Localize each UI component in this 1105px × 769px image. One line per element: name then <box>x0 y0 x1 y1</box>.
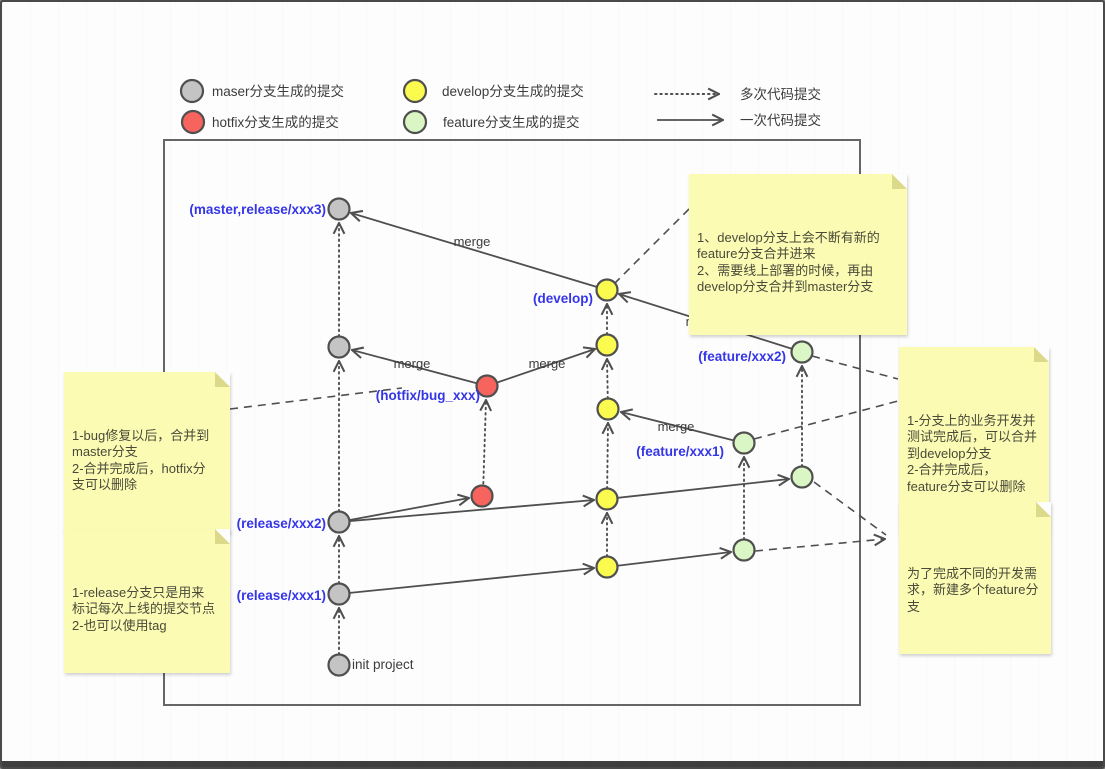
legend: maser分支生成的提交 hotfix分支生成的提交 develop分支生成的提… <box>179 78 821 135</box>
note-multi-feature-text: 为了完成不同的开发需 求，新建多个feature分 支 <box>907 565 1039 614</box>
note-feature-rule: 1-分支上的业务开发并 测试完成后，可以合并 到develop分支 2-合并完成… <box>899 347 1049 534</box>
legend-dotted-arrow-label: 多次代码提交 <box>740 86 821 102</box>
branch-label-master: (master,release/xxx3) <box>189 202 326 217</box>
commit-node-init-project <box>327 653 351 677</box>
commit-node-develop-head <box>595 278 619 302</box>
commit-nodes <box>327 197 814 677</box>
commit-node-develop-2 <box>595 333 619 357</box>
note-feature-rule-text: 1-分支上的业务开发并 测试完成后，可以合并 到develop分支 2-合并完成… <box>907 412 1038 494</box>
note-multi-feature: 为了完成不同的开发需 求，新建多个feature分 支 <box>899 502 1051 654</box>
legend-hotfix-label: hotfix分支生成的提交 <box>212 114 339 130</box>
edge-release2-to-develop <box>338 500 594 523</box>
commit-node-develop-start <box>595 555 619 579</box>
commit-node-feature1-head <box>732 431 756 455</box>
branch-label-feature2: (feature/xxx2) <box>698 349 786 364</box>
commit-node-hotfix-start <box>470 484 494 508</box>
window-bottom-frame <box>2 761 1103 767</box>
legend-master-label: maser分支生成的提交 <box>212 83 344 99</box>
legend-develop-label: develop分支生成的提交 <box>442 83 584 99</box>
commit-node-develop-3 <box>596 397 620 421</box>
note-hotfix-rule: 1-bug修复以后，合并到 master分支 2-合并完成后，hotfix分 支… <box>64 372 230 533</box>
commit-node-develop-4 <box>595 487 619 511</box>
legend-solid-arrow-label: 一次代码提交 <box>740 112 821 128</box>
branch-label-hotfix: (hotfix/bug_xxx) <box>376 388 480 403</box>
callout-feature1-note <box>753 400 899 440</box>
callout-hotfix-note <box>229 387 403 410</box>
note-release-rule-text: 1-release分支只是用来 标记每次上线的提交节点 2-也可以使用tag <box>72 584 216 633</box>
edge-commits-develop-lane-2 <box>607 359 608 410</box>
branch-label-release1: (release/xxx1) <box>237 588 326 603</box>
callout-feature1start-note <box>754 539 885 552</box>
edge-commits-hotfix-lane <box>483 400 486 495</box>
note-fold-corner-icon <box>1036 502 1051 517</box>
commit-node-hotfix-head <box>475 374 499 398</box>
edge-branch-release2-to-hotfix <box>338 498 469 523</box>
branch-label-release2: (release/xxx2) <box>237 516 326 531</box>
commit-node-feature2-start <box>790 465 814 489</box>
branch-label-feature1: (feature/xxx1) <box>636 444 724 459</box>
branch-label-develop: (develop) <box>533 291 593 306</box>
commit-node-master-hotfix-merge <box>327 335 351 359</box>
merge-label-hotfix-master: merge <box>394 356 431 371</box>
callout-develop-note <box>614 208 690 284</box>
init-project-label: init project <box>352 657 414 672</box>
edge-branch-develop-to-feature2 <box>606 479 789 500</box>
edge-merge-hotfix-to-develop <box>486 349 595 387</box>
edge-release1-to-develop <box>338 568 594 595</box>
note-callouts <box>229 208 899 552</box>
note-fold-corner-icon <box>1034 347 1049 362</box>
commit-edges-solid <box>338 213 803 595</box>
commit-node-feature1-start <box>732 538 756 562</box>
legend-feature-commit-icon <box>402 109 428 135</box>
note-develop-merge-text: 1、develop分支上会不断有新的 feature分支合并进来 2、需要线上部… <box>697 229 880 295</box>
note-fold-corner-icon <box>215 372 230 387</box>
legend-feature-label: feature分支生成的提交 <box>443 114 580 130</box>
commit-node-feature2-head <box>790 340 814 364</box>
commit-node-release-xxx2 <box>327 510 351 534</box>
edge-branch-develop-to-feature1 <box>606 552 731 568</box>
legend-master-commit-icon <box>179 78 205 104</box>
merge-labels: merge merge merge merge merge <box>394 234 723 434</box>
merge-label-feature1-develop: merge <box>658 419 695 434</box>
callout-feature2start-note <box>813 481 887 536</box>
edge-merge-hotfix-to-master <box>352 350 488 387</box>
note-fold-corner-icon <box>215 529 230 544</box>
note-release-rule: 1-release分支只是用来 标记每次上线的提交节点 2-也可以使用tag <box>64 529 230 673</box>
note-develop-merge: 1、develop分支上会不断有新的 feature分支合并进来 2、需要线上部… <box>689 174 907 335</box>
callout-feature2-note <box>811 355 899 380</box>
legend-hotfix-commit-icon <box>180 109 206 135</box>
commit-node-release-xxx1 <box>327 582 351 606</box>
note-fold-corner-icon <box>892 174 907 189</box>
legend-develop-commit-icon <box>402 78 428 104</box>
branch-labels: (master,release/xxx3) (develop) (hotfix/… <box>189 202 786 672</box>
edge-merge-develop-to-master <box>351 213 608 291</box>
commit-node-master-release3 <box>327 197 351 221</box>
edge-merge-feature1-to-develop <box>621 412 745 444</box>
merge-label-develop-master: merge <box>454 234 491 249</box>
note-hotfix-rule-text: 1-bug修复以后，合并到 master分支 2-合并完成后，hotfix分 支… <box>72 427 210 493</box>
edge-commits-develop-lane-3 <box>607 423 608 500</box>
merge-label-hotfix-develop: merge <box>529 356 566 371</box>
